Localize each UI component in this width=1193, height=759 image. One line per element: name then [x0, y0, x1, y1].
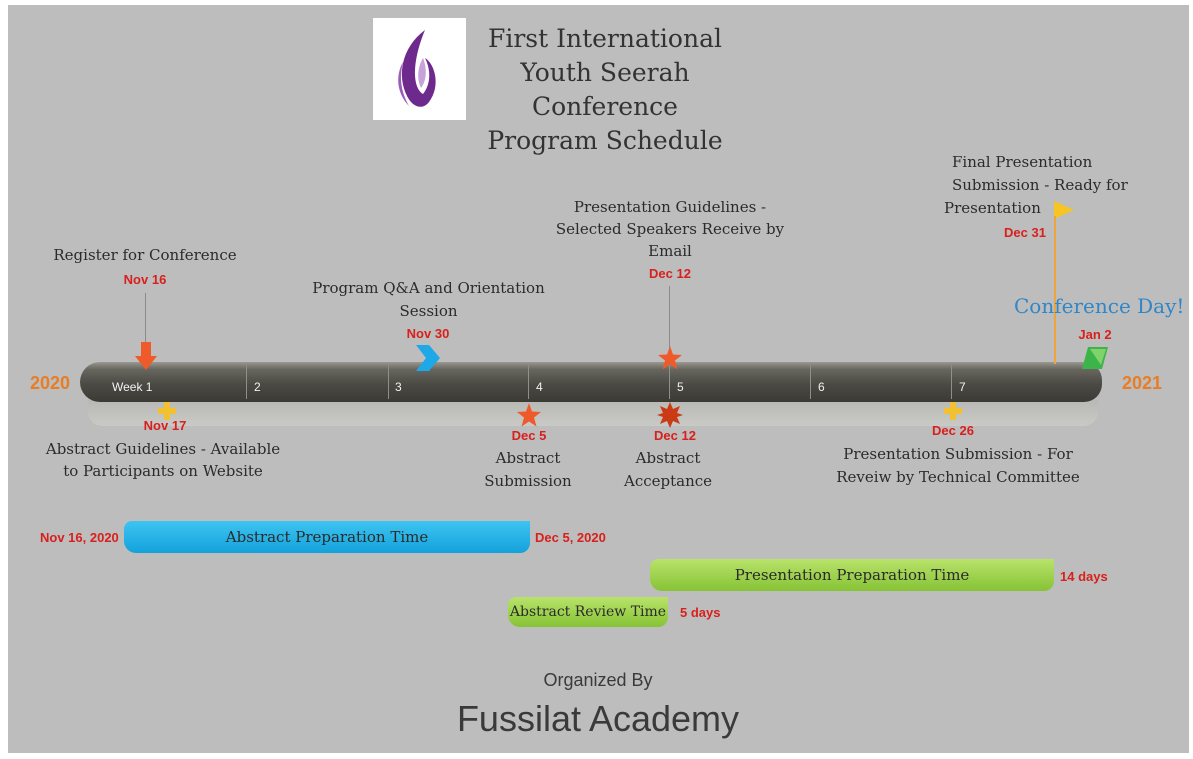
- week-label: 6: [818, 380, 825, 394]
- leaf-icon: [1082, 345, 1108, 376]
- abstract-review-duration: 5 days: [680, 605, 721, 620]
- chevron-right-icon: [416, 345, 440, 376]
- abstract-guidelines-date: Nov 17: [143, 418, 187, 433]
- abstract-guidelines-line-2: to Participants on Website: [63, 462, 263, 480]
- presentation-submission-label: Presentation Submission - For Reveiw by …: [818, 443, 1098, 489]
- guidelines-label-line-1: Presentation Guidelines -: [573, 198, 767, 216]
- abstract-submission-label: Abstract Submission: [468, 447, 588, 493]
- week-divider: [951, 365, 952, 399]
- down-arrow-icon: [135, 342, 157, 375]
- final-date: Dec 31: [1004, 225, 1046, 240]
- register-connector: [145, 293, 146, 347]
- register-date: Nov 16: [123, 272, 167, 287]
- qa-label-line-2: Session: [399, 302, 458, 320]
- abstract-acceptance-line-2: Acceptance: [623, 472, 713, 490]
- week-label: Week 1: [112, 380, 153, 394]
- qa-label-line-1: Program Q&A and Orientation: [312, 279, 545, 297]
- presentation-submission-date: Dec 26: [932, 423, 974, 438]
- abstract-guidelines-label: Abstract Guidelines - Available to Parti…: [28, 438, 298, 482]
- organizer-name: Fussilat Academy: [456, 698, 740, 739]
- guidelines-date: Dec 12: [649, 266, 691, 281]
- presentation-submission-line-2: Reveiw by Technical Committee: [836, 468, 1080, 486]
- week-label: 7: [959, 380, 966, 394]
- star-icon: [517, 403, 541, 432]
- guidelines-label: Presentation Guidelines - Selected Speak…: [545, 196, 795, 262]
- abstract-guidelines-line-1: Abstract Guidelines - Available: [45, 440, 281, 458]
- abstract-review-label: Abstract Review Time: [509, 604, 667, 620]
- plus-icon: [158, 402, 176, 425]
- week-divider: [669, 365, 670, 399]
- register-label: Register for Conference: [53, 246, 237, 264]
- title-line-2: Youth Seerah Conference: [520, 58, 690, 121]
- presentation-prep-duration: 14 days: [1060, 569, 1108, 584]
- qa-date: Nov 30: [406, 326, 450, 341]
- presentation-prep-label: Presentation Preparation Time: [734, 566, 970, 584]
- final-connector: [1054, 216, 1056, 364]
- presentation-submission-line-1: Presentation Submission - For: [843, 445, 1073, 463]
- guidelines-connector: [669, 286, 670, 348]
- week-divider: [388, 365, 389, 399]
- start-year: 2020: [30, 373, 71, 393]
- abstract-review-bar: Abstract Review Time: [508, 597, 668, 627]
- final-label-line-3: Presentation: [944, 199, 1041, 217]
- plus-icon: [944, 402, 962, 425]
- week-divider: [528, 365, 529, 399]
- abstract-prep-end: Dec 5, 2020: [535, 530, 606, 545]
- abstract-submission-date: Dec 5: [511, 428, 547, 443]
- final-label-line-2: Submission - Ready for: [952, 176, 1128, 194]
- week-divider: [810, 365, 811, 399]
- abstract-submission-line-1: Abstract: [495, 449, 561, 467]
- starburst-icon: [657, 402, 683, 433]
- end-year: 2021: [1122, 373, 1163, 393]
- star-icon: [658, 346, 682, 375]
- abstract-acceptance-line-1: Abstract: [635, 449, 701, 467]
- abstract-prep-label: Abstract Preparation Time: [225, 528, 429, 546]
- week-divider: [246, 365, 247, 399]
- abstract-prep-start: Nov 16, 2020: [40, 530, 119, 545]
- week-label: 4: [536, 380, 543, 394]
- timeline-bar: [80, 362, 1102, 402]
- week-label: 2: [254, 380, 261, 394]
- week-label: 3: [395, 380, 402, 394]
- presentation-prep-bar: Presentation Preparation Time: [650, 559, 1054, 591]
- title-line-3: Program Schedule: [487, 126, 723, 155]
- conference-date: Jan 2: [1078, 327, 1112, 342]
- week-label: 5: [677, 380, 684, 394]
- timeline-bar-shadow: [88, 400, 1098, 426]
- page-title: First International Youth Seerah Confere…: [455, 22, 755, 158]
- qa-label: Program Q&A and Orientation Session: [296, 277, 561, 323]
- organized-by-label: Organized By: [543, 670, 653, 690]
- abstract-acceptance-label: Abstract Acceptance: [608, 447, 728, 493]
- final-label-line-1: Final Presentation: [952, 153, 1093, 171]
- abstract-acceptance-date: Dec 12: [654, 428, 696, 443]
- abstract-prep-bar: Abstract Preparation Time: [124, 521, 530, 553]
- flag-icon: [1054, 201, 1074, 224]
- conference-logo: [373, 18, 466, 120]
- abstract-submission-line-2: Submission: [484, 472, 572, 490]
- guidelines-label-line-2: Selected Speakers Receive by: [555, 220, 785, 238]
- guidelines-label-line-3: Email: [648, 242, 692, 260]
- title-line-1: First International: [488, 24, 722, 53]
- conference-day-label: Conference Day!: [1014, 294, 1185, 318]
- final-label: Final Presentation Submission - Ready fo…: [944, 151, 1154, 220]
